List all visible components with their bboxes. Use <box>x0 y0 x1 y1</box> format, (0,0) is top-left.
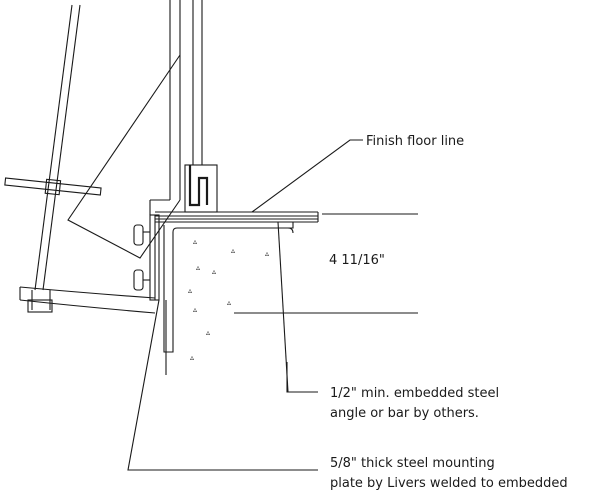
aggregate-mark: ▵ <box>190 353 194 362</box>
embedded-angle-label-line-1: 1/2" min. embedded steel <box>330 386 499 401</box>
hinge-knuckles <box>133 224 150 291</box>
aggregate-mark: ▵ <box>206 328 210 337</box>
inclined-pole <box>31 4 81 310</box>
embedded-steel-angle <box>163 222 294 353</box>
vertical-frame-lines <box>169 0 203 200</box>
pole-disc <box>4 177 102 196</box>
concrete-slab <box>165 221 289 393</box>
aggregate-mark: ▵ <box>212 267 216 276</box>
dimension-label: 4 11/16" <box>329 253 385 268</box>
bottom-curved-rail <box>19 286 156 314</box>
door-seal-clip <box>184 164 218 213</box>
aggregate-mark: ▵ <box>188 286 192 295</box>
aggregate-mark: ▵ <box>196 263 200 272</box>
finish-floor-label: Finish floor line <box>366 134 464 149</box>
dimension-lines <box>234 213 418 314</box>
aggregate-mark: ▵ <box>193 305 197 314</box>
door-leaf-outline <box>67 54 181 259</box>
mounting-plate-label-line-1: 5/8" thick steel mounting <box>330 456 495 471</box>
mounting-plate <box>149 214 160 301</box>
leader-lines <box>127 139 363 471</box>
aggregate-mark: ▵ <box>227 298 231 307</box>
aggregate-mark: ▵ <box>193 237 197 246</box>
aggregate-mark: ▵ <box>231 246 235 255</box>
concrete-aggregate: ▵ ▵ ▵ ▵ ▵ ▵ ▵ ▵ ▵ ▵ <box>188 237 269 362</box>
mounting-plate-label-line-2: plate by Livers welded to embedded <box>330 476 568 491</box>
embedded-angle-label-line-2: angle or bar by others. <box>330 406 479 421</box>
finish-floor-layers <box>155 211 319 223</box>
aggregate-mark: ▵ <box>265 249 269 258</box>
